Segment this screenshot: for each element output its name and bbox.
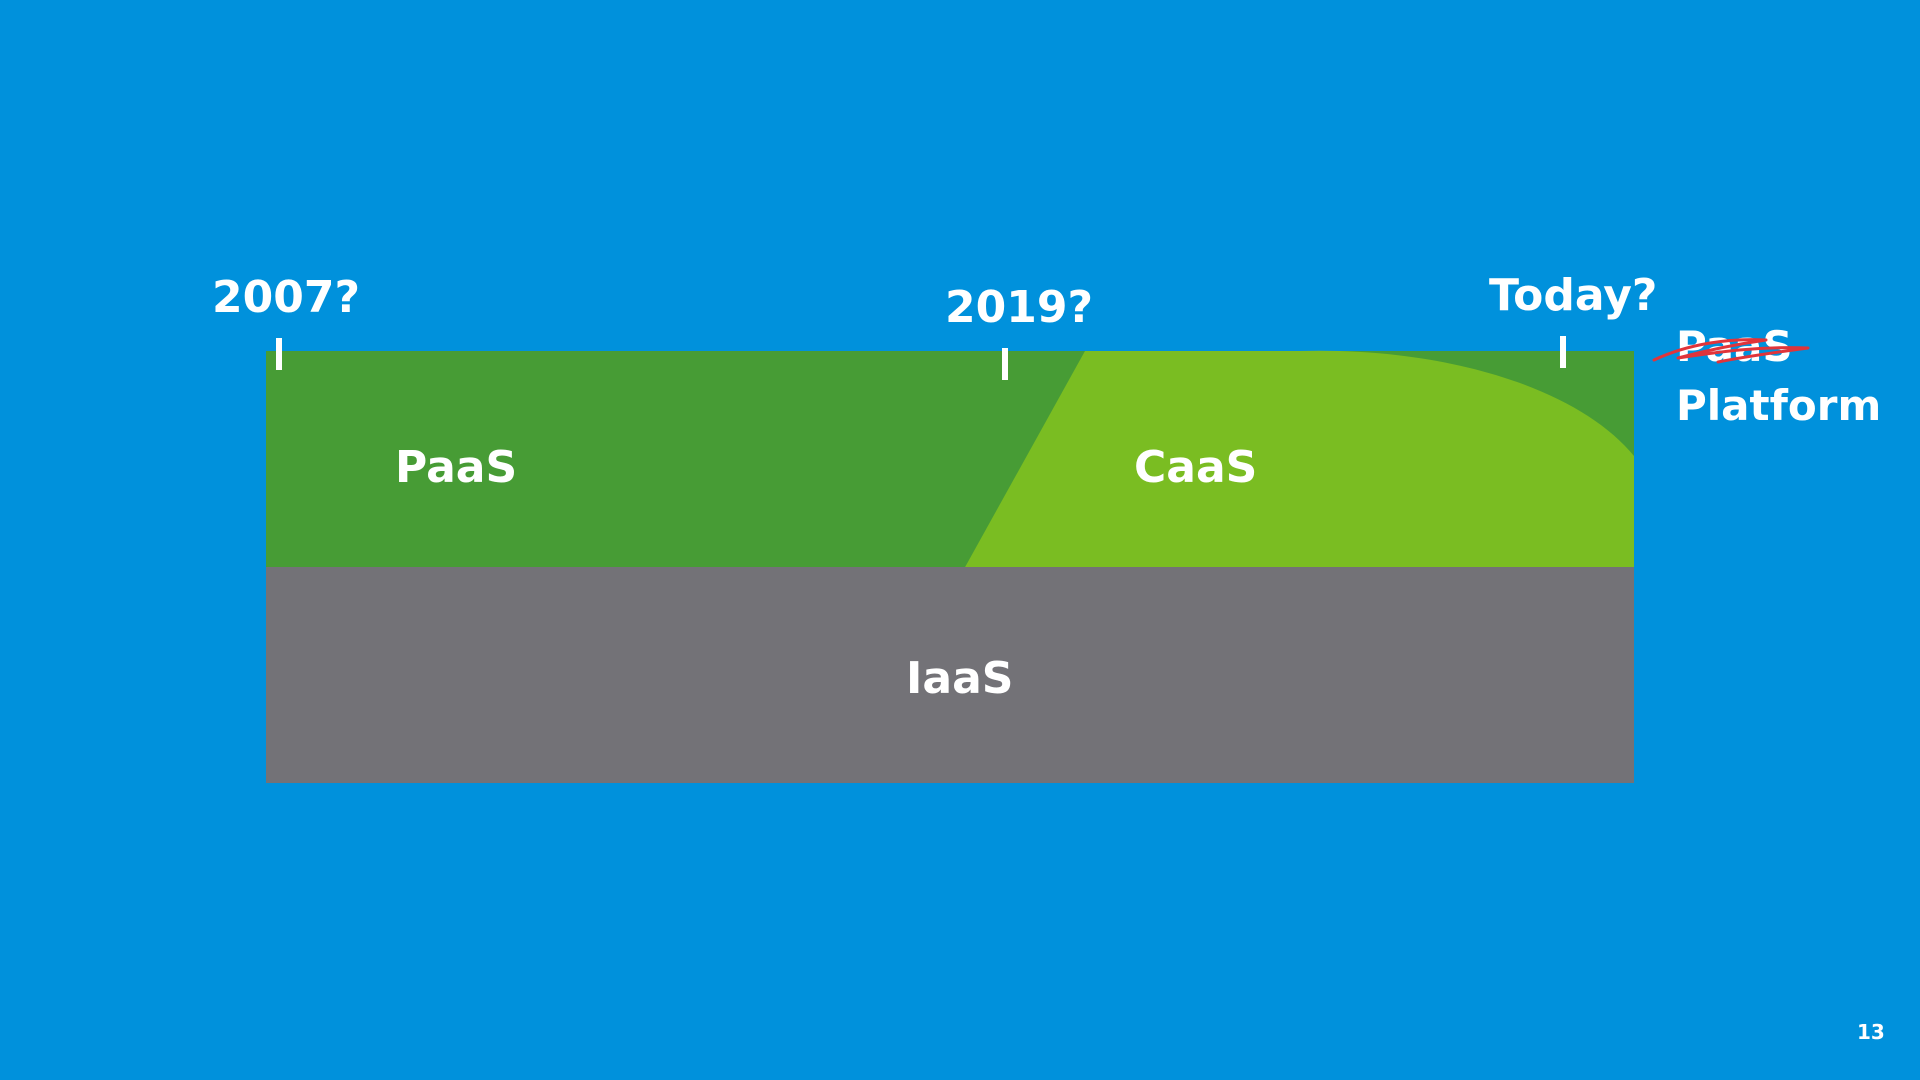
milestone-label-2007: 2007? [212,272,360,323]
red-strikethrough-scribble [1652,338,1810,364]
tick-mark-today [1560,336,1566,368]
page-number: 13 [1857,1020,1885,1044]
iaas-band [266,567,1634,783]
iaas-label: IaaS [906,653,1014,704]
caas-label: CaaS [1134,442,1258,493]
tick-mark-2007 [276,338,282,370]
paas-label: PaaS [395,442,518,493]
platform-label: Platform [1676,381,1882,430]
tick-mark-2019 [1002,348,1008,380]
caas-shape [964,350,1634,569]
milestone-label-2019: 2019? [945,282,1093,333]
milestone-label-today: Today? [1489,270,1658,321]
